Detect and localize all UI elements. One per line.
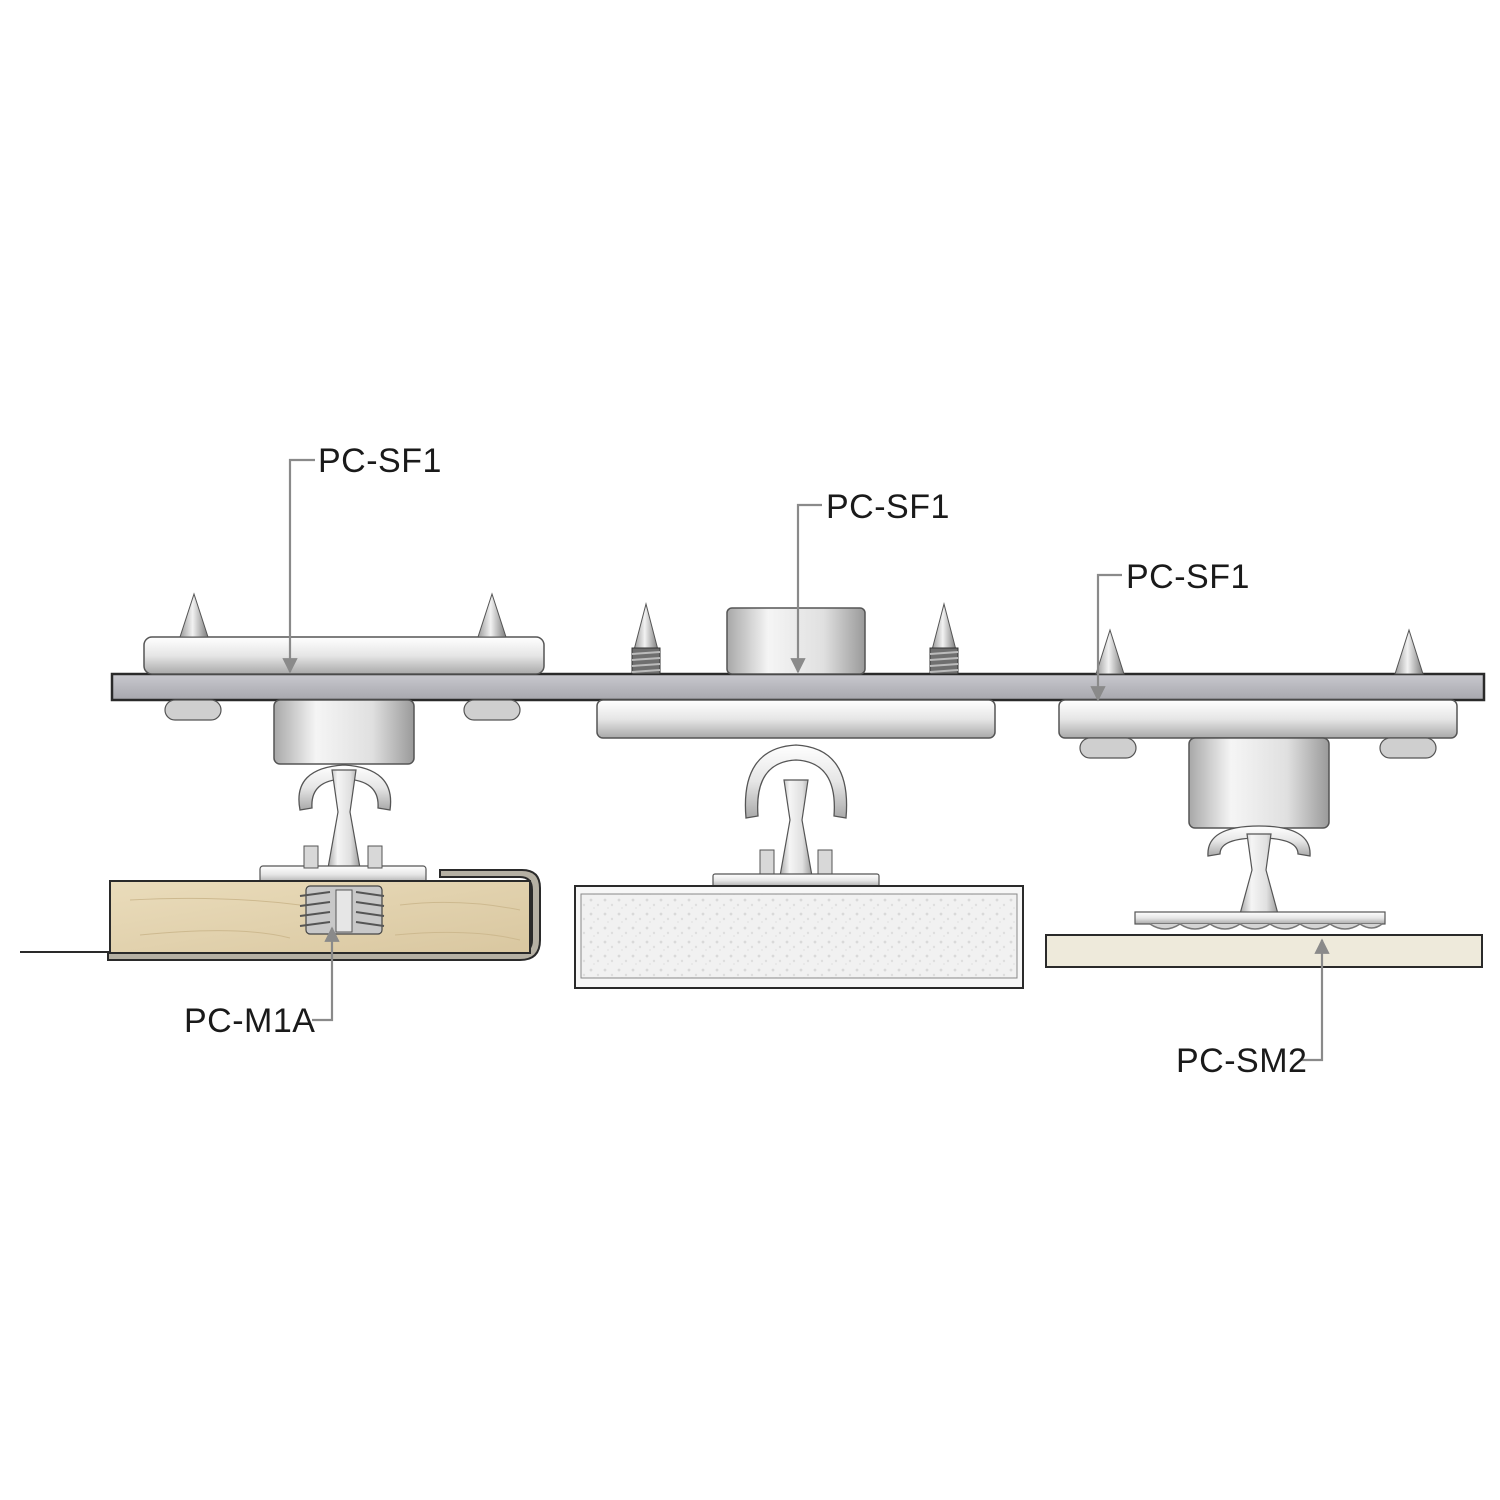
right-assembly	[1045, 628, 1483, 968]
right-socket	[1188, 737, 1330, 829]
left-rivet-2	[463, 699, 521, 721]
right-stem	[1239, 833, 1279, 915]
middle-ball-clip	[744, 744, 848, 819]
leader-left-top	[282, 458, 315, 674]
left-stem	[327, 769, 361, 869]
left-assembly	[20, 592, 545, 961]
label-right-top: PC-SF1	[1126, 558, 1250, 596]
leader-middle-top	[790, 503, 822, 674]
callouts	[282, 458, 1330, 1062]
middle-stem	[779, 779, 813, 877]
label-right-bottom: PC-SM2	[1176, 1042, 1307, 1080]
middle-flange	[596, 699, 996, 739]
leader-left-bottom	[312, 926, 340, 1022]
middle-top-cylinder	[726, 607, 866, 675]
leader-right-top	[1090, 573, 1122, 702]
left-spike-1	[179, 592, 209, 638]
right-rivet-1	[1079, 737, 1137, 759]
left-ball-clip	[298, 764, 392, 811]
left-socket	[273, 699, 415, 765]
left-flange	[143, 636, 545, 675]
middle-assembly	[574, 602, 1024, 989]
left-rivet-1	[164, 699, 222, 721]
middle-spike-right	[929, 602, 959, 675]
label-left-top: PC-SF1	[318, 442, 442, 480]
right-board	[1045, 934, 1483, 968]
mounting-panel	[110, 672, 1486, 702]
right-spike-2	[1394, 628, 1424, 675]
label-left-bottom: PC-M1A	[184, 1002, 315, 1040]
leader-right-bottom	[1300, 938, 1330, 1062]
left-spike-2	[477, 592, 507, 638]
right-adhesive-base	[1134, 911, 1386, 925]
right-rivet-2	[1379, 737, 1437, 759]
right-flange	[1058, 699, 1458, 739]
label-middle-top: PC-SF1	[826, 488, 950, 526]
middle-spike-left	[631, 602, 661, 675]
right-ball-clip	[1207, 825, 1311, 857]
right-spike-1	[1095, 628, 1125, 675]
